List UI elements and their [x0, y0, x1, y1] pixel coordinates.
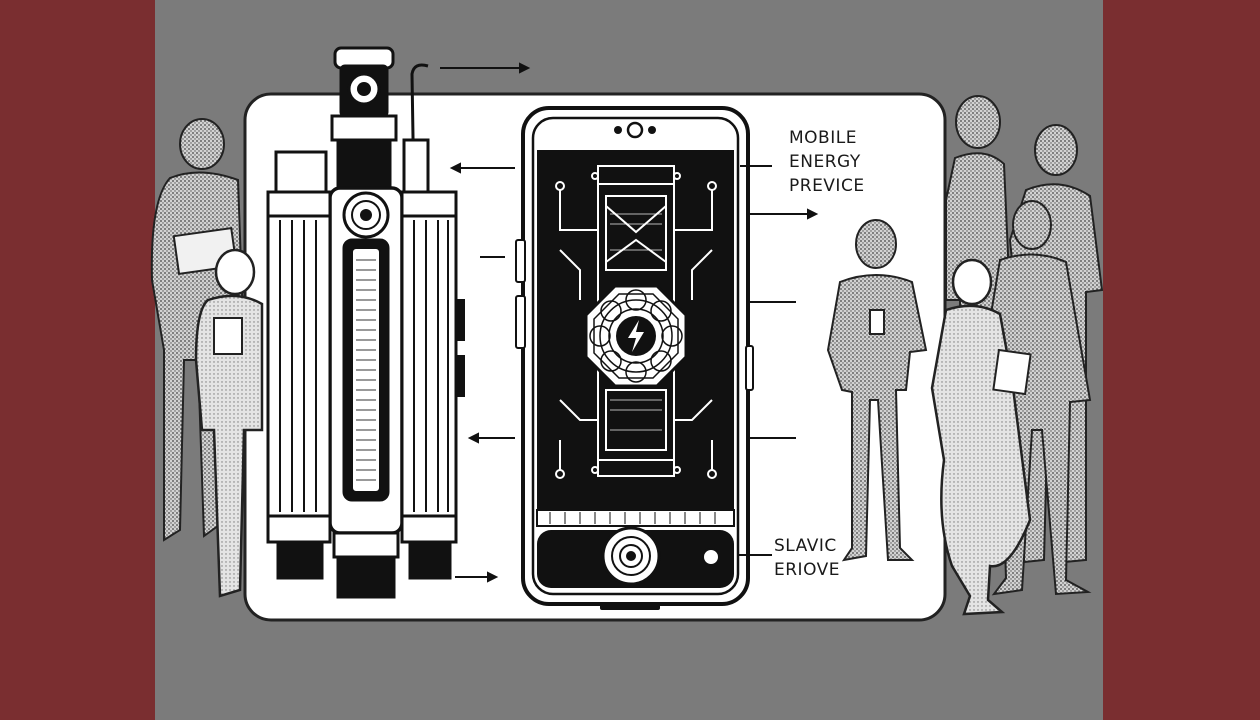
person-left-front [194, 248, 264, 598]
pointer-arrows [440, 62, 819, 583]
label-line: MOBILE [789, 128, 857, 148]
label-line: ENERGY [789, 152, 861, 172]
right-band [1103, 0, 1260, 720]
person-right-center [826, 219, 928, 562]
label-line: ERIOVE [774, 560, 841, 580]
smartphone [515, 106, 754, 610]
cylinder-device [266, 46, 465, 599]
left-band [0, 0, 155, 720]
label-line: PREVICE [789, 176, 865, 196]
label-mobile-energy: MOBILE ENERGY PREVICE [789, 126, 865, 198]
label-slavic: SLAVIC ERIOVE [774, 534, 840, 582]
lightning-bolt-icon [628, 320, 644, 352]
person-right-woman [930, 258, 1032, 616]
label-line: SLAVIC [774, 536, 837, 556]
